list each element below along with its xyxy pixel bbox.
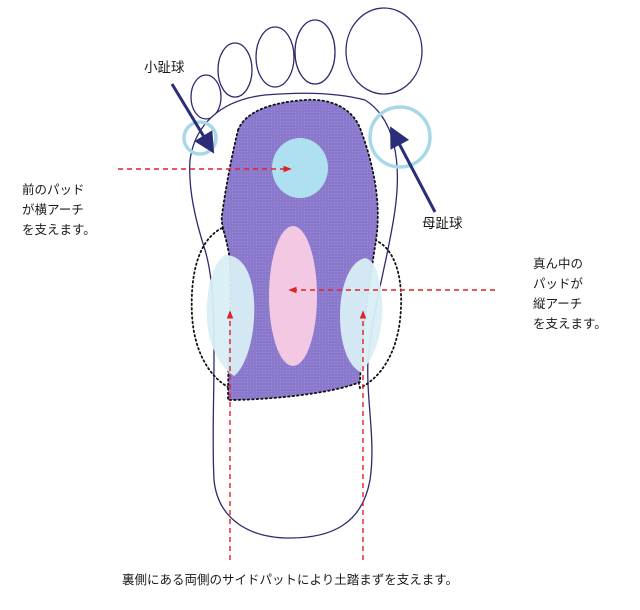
little-toe-ball-ring: [182, 120, 218, 156]
fourth-toe: [217, 42, 253, 98]
second-toe: [294, 19, 336, 85]
side-pads-caption: 裏側にある両側のサイドパットにより土踏まずを支えます。: [122, 572, 459, 587]
middle-pad-label: 真ん中の パッドが 縦アーチ を支えます。: [533, 256, 607, 331]
little-toe: [190, 74, 222, 120]
little-toe-ball-arrow: [170, 83, 215, 154]
middle-pad: [269, 226, 317, 366]
toes: [190, 7, 423, 120]
front-pad: [272, 138, 328, 198]
little-toe-ball-label: 小趾球: [144, 60, 185, 76]
big-toe-ball-label: 母趾球: [422, 216, 463, 232]
big-toe-ball-arrow: [390, 126, 437, 213]
third-toe: [255, 26, 295, 88]
big-toe-ball-ring: [368, 105, 432, 169]
big-toe: [345, 7, 423, 95]
front-pad-label: 前のパッド が横アーチ を支えます。: [22, 182, 96, 237]
